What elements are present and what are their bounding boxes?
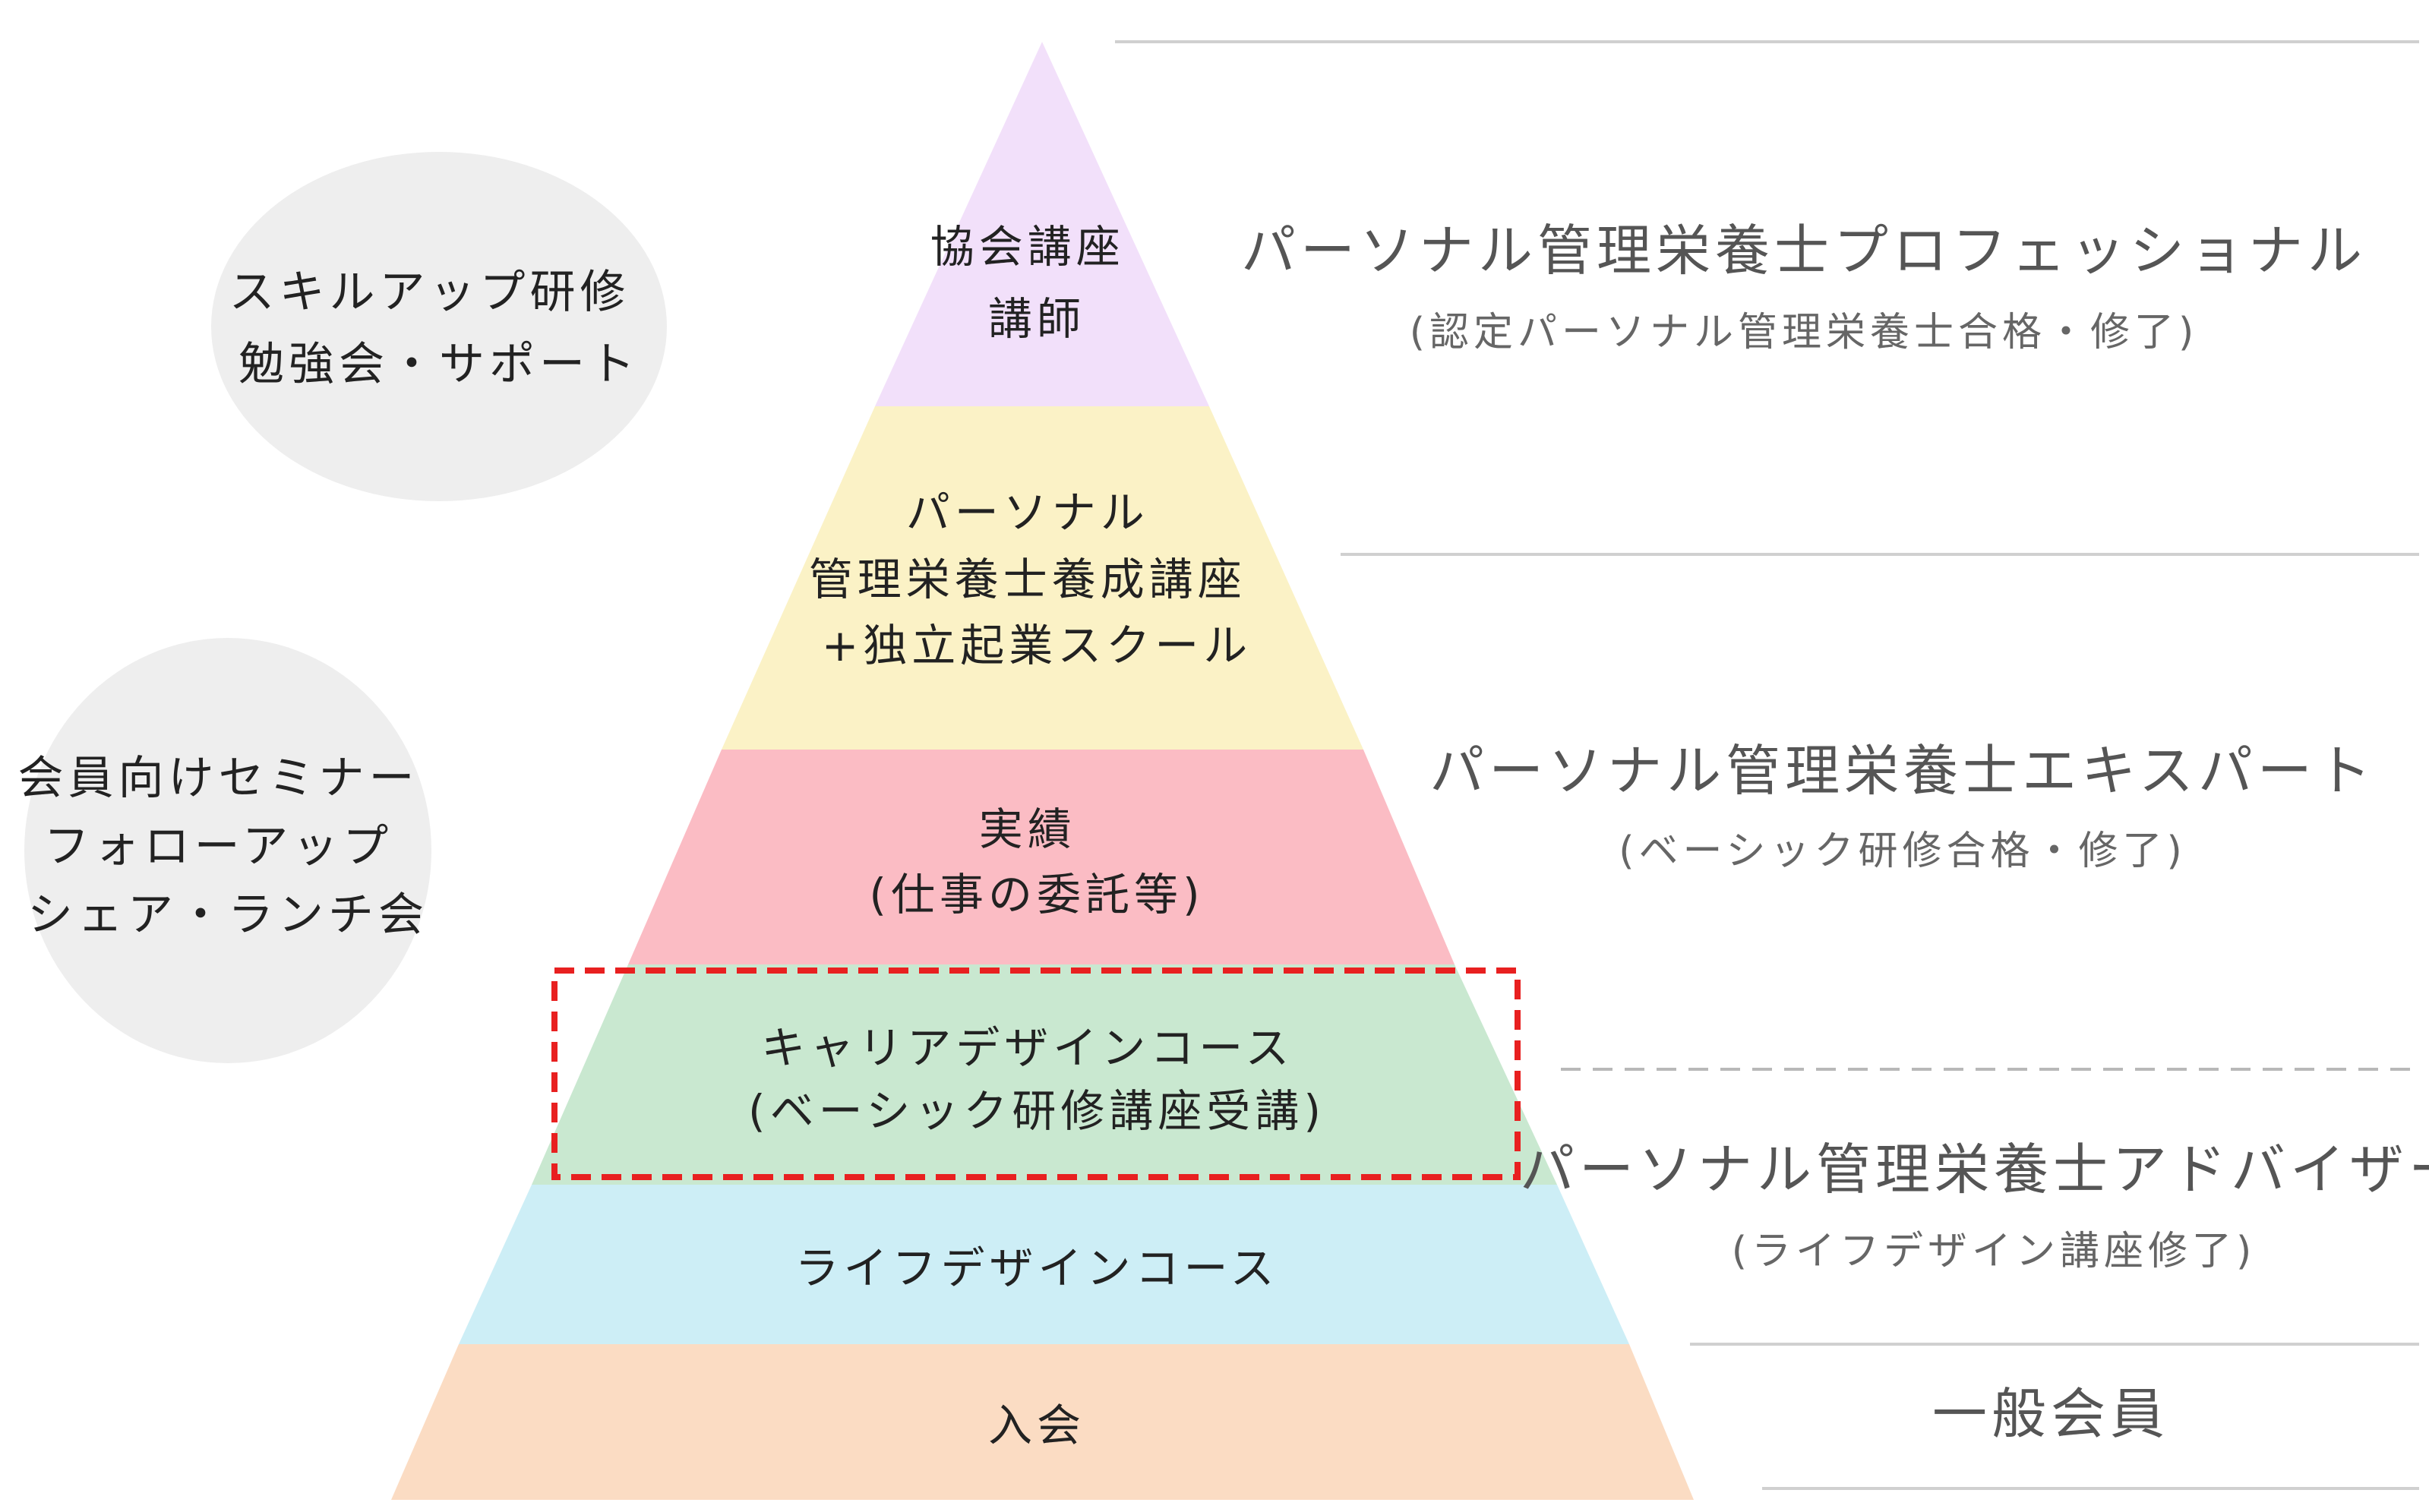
level-title-expert: パーソナル管理栄養士エキスパート — [1429, 739, 2376, 803]
tier-label-training-course: パーソナル 管理栄養士養成講座 +独立起業スクール — [809, 487, 1265, 671]
level-subtitle-expert: (ベーシック研修合格・修了) — [1619, 829, 2187, 874]
tier-label-life-design: ライフデザインコース — [794, 1242, 1278, 1294]
circle-label-member-seminar: 会員向けセミナー フォローアップ シェア・ランチ会 — [17, 752, 437, 942]
tier-label-career-design: キャリアデザインコース (ベーシック研修講座受講) — [748, 1022, 1325, 1137]
level-title-professional: パーソナル管理栄養士プロフェッショナル — [1241, 219, 2367, 283]
level-title-adviser: パーソナル管理栄養士アドバイザー — [1520, 1138, 2429, 1201]
highlight-box — [551, 967, 1521, 1180]
tier-label-instructor: 協会講座 講師 — [930, 221, 1143, 345]
level-title-general-member: 一般会員 — [1932, 1382, 2169, 1446]
tier-career-design — [532, 964, 1557, 1185]
tier-achievements — [628, 750, 1455, 964]
circle-skillup — [211, 152, 667, 501]
level-subtitle-professional: (認定パーソナル管理栄養士合格・修了) — [1410, 310, 2199, 355]
tier-label-achievements: 実績 (仕事の委託等) — [869, 803, 1204, 920]
level-subtitle-adviser: (ライフデザイン講座修了) — [1732, 1229, 2257, 1274]
tier-join — [391, 1344, 1694, 1500]
tier-life-design — [459, 1185, 1629, 1344]
circle-label-skillup: スキルアップ研修 勉強会・サポート — [229, 266, 649, 391]
tier-training-course — [722, 406, 1363, 750]
circle-member-seminar — [24, 638, 431, 1063]
tier-label-join: 入会 — [988, 1400, 1085, 1451]
tier-instructor — [875, 42, 1209, 406]
